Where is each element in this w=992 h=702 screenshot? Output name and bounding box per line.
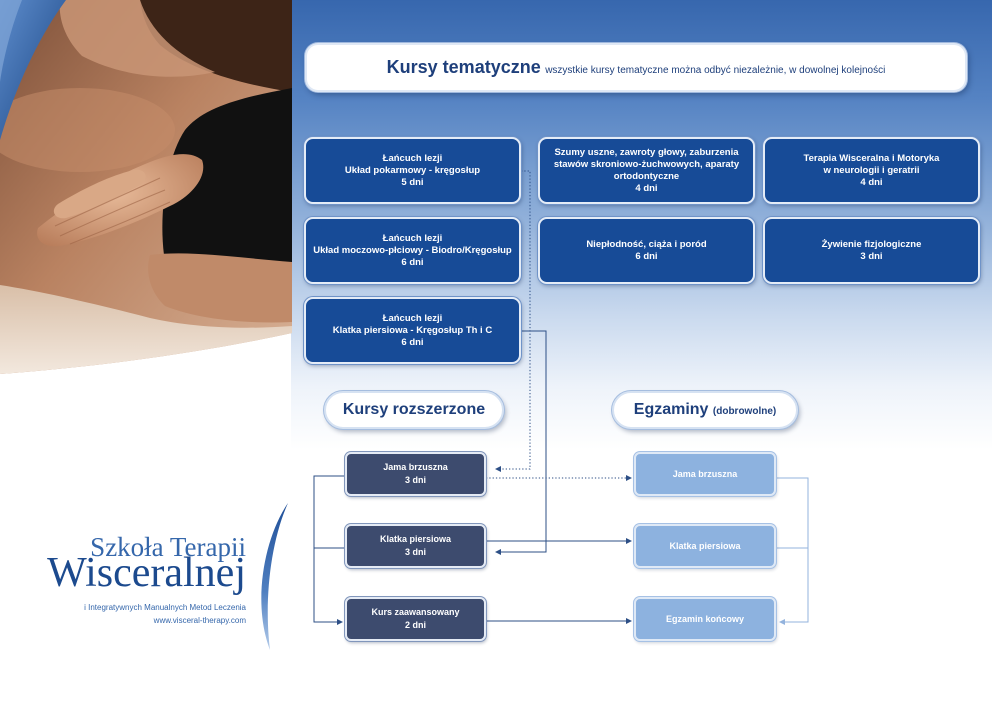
arrowhead <box>495 466 501 472</box>
extended-course-duration: 2 dni <box>405 619 426 632</box>
extended-course-thorax: Klatka piersiowa 3 dni <box>345 524 486 568</box>
exam-final: Egzamin końcowy <box>634 597 776 641</box>
arrowhead <box>337 619 343 625</box>
course-duration: 4 dni <box>635 183 657 195</box>
course-title-line: Układ pokarmowy - kręgosłup <box>345 165 480 177</box>
arrowhead <box>779 619 785 625</box>
course-title-line: Klatka piersiowa - Kręgosłup Th i C <box>333 325 492 337</box>
course-title-line: ortodontyczne <box>614 171 679 183</box>
thematic-course-thorax-spine: Łańcuch lezji Klatka piersiowa - Kręgosł… <box>304 297 521 364</box>
thematic-courses-title: Kursy tematyczne <box>387 57 541 77</box>
connector-thorax-chain-to-thorax <box>501 331 546 552</box>
connector-extended-bracket <box>314 476 345 622</box>
arrowhead <box>626 475 632 481</box>
course-title-line: stawów skroniowo-żuchwowych, aparaty <box>554 159 739 171</box>
extended-course-name: Kurs zaawansowany <box>371 606 459 619</box>
exams-heading: Egzaminy (dobrowolne) <box>612 391 798 429</box>
course-title-line: Układ moczowo-płciowy - Biodro/Kręgosłup <box>313 245 511 257</box>
course-duration: 6 dni <box>401 337 423 349</box>
exam-thorax: Klatka piersiowa <box>634 524 776 568</box>
extended-courses-heading: Kursy rozszerzone <box>324 391 504 429</box>
extended-courses-title: Kursy rozszerzone <box>343 401 485 418</box>
logo-swoosh-shape <box>261 503 288 650</box>
course-title-line: Żywienie fizjologiczne <box>822 239 922 251</box>
exam-name: Jama brzuszna <box>673 469 738 479</box>
course-duration: 6 dni <box>401 257 423 269</box>
extended-course-advanced: Kurs zaawansowany 2 dni <box>345 597 486 641</box>
thematic-course-urogenital-hip-spine: Łańcuch lezji Układ moczowo-płciowy - Bi… <box>304 217 521 284</box>
thematic-course-digestive-spine: Łańcuch lezji Układ pokarmowy - kręgosłu… <box>304 137 521 204</box>
exam-name: Egzamin końcowy <box>666 614 744 624</box>
course-duration: 6 dni <box>635 251 657 263</box>
course-title-line: w neurologii i geratrii <box>823 165 919 177</box>
course-title-line: Niepłodność, ciąża i poród <box>586 239 706 251</box>
course-duration: 5 dni <box>401 177 423 189</box>
exam-name: Klatka piersiowa <box>669 541 740 551</box>
arrowhead <box>626 618 632 624</box>
arrowhead <box>626 538 632 544</box>
logo-school-name-large: Wisceralnej <box>47 552 246 594</box>
course-title-line: Łańcuch lezji <box>383 313 443 325</box>
extended-course-duration: 3 dni <box>405 474 426 487</box>
exams-title: Egzaminy <box>634 401 709 418</box>
connector-exam-bracket <box>776 478 808 622</box>
course-duration: 3 dni <box>860 251 882 263</box>
extended-course-abdomen: Jama brzuszna 3 dni <box>345 452 486 496</box>
thematic-course-physiological-nutrition: Żywienie fizjologiczne 3 dni <box>763 217 980 284</box>
course-title-line: Szumy uszne, zawroty głowy, zaburzenia <box>554 147 738 159</box>
exams-title-note: (dobrowolne) <box>713 406 776 417</box>
logo-swoosh <box>250 498 295 658</box>
course-title-line: Terapia Wisceralna i Motoryka <box>804 153 940 165</box>
thematic-course-tinnitus-tmj: Szumy uszne, zawroty głowy, zaburzenia s… <box>538 137 755 204</box>
logo-website: www.visceral-therapy.com <box>154 616 246 626</box>
arrowhead <box>495 549 501 555</box>
extended-course-name: Jama brzuszna <box>383 461 448 474</box>
logo-tagline: i Integratywnych Manualnych Metod Leczen… <box>84 603 246 613</box>
thematic-course-neurology-geriatrics: Terapia Wisceralna i Motoryka w neurolog… <box>763 137 980 204</box>
extended-course-name: Klatka piersiowa <box>380 533 451 546</box>
thematic-course-fertility-pregnancy: Niepłodność, ciąża i poród 6 dni <box>538 217 755 284</box>
thematic-courses-header: Kursy tematyczne wszystkie kursy tematyc… <box>305 43 967 92</box>
course-title-line: Łańcuch lezji <box>383 153 443 165</box>
exam-abdomen: Jama brzuszna <box>634 452 776 496</box>
extended-course-duration: 3 dni <box>405 546 426 559</box>
course-duration: 4 dni <box>860 177 882 189</box>
thematic-courses-note: wszystkie kursy tematyczne można odbyć n… <box>545 65 885 76</box>
course-title-line: Łańcuch lezji <box>383 233 443 245</box>
